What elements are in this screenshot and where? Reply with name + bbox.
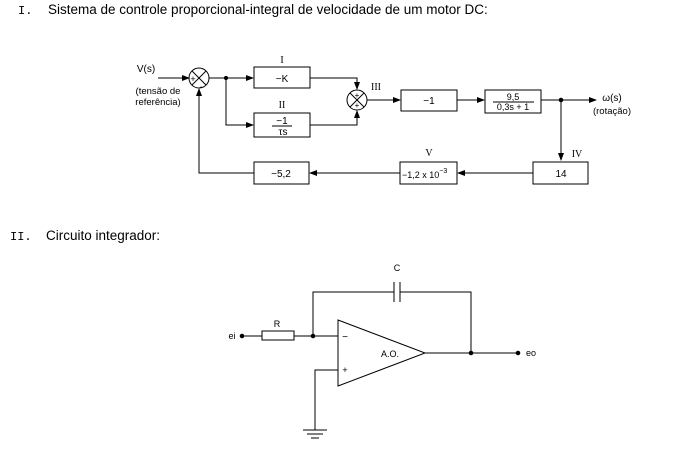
sum1-plus-sign: + bbox=[190, 74, 195, 84]
ground-icon bbox=[303, 429, 327, 439]
section-1-number: I. bbox=[18, 4, 33, 18]
junction-output bbox=[468, 350, 474, 356]
op-amp-label: A.O. bbox=[381, 349, 399, 359]
output-terminal bbox=[515, 350, 521, 356]
capacitor-label: C bbox=[394, 263, 401, 273]
sum2-plus-top: + bbox=[355, 91, 360, 100]
wire-to-ground bbox=[314, 369, 338, 430]
output-label: ω(s) bbox=[602, 93, 621, 104]
motor-numerator: 9,5 bbox=[507, 92, 520, 102]
section-2-heading: II. Circuito integrador: bbox=[10, 228, 160, 244]
block-IV-roman: IV bbox=[572, 149, 583, 160]
feedback-arrow bbox=[196, 88, 254, 174]
summing-junction-1: + − bbox=[188, 67, 210, 92]
section-1-title: Sistema de controle proporcional-integra… bbox=[48, 2, 488, 17]
block-IV-gain: 14 bbox=[555, 169, 567, 180]
block-fb-gain: −5,2 bbox=[271, 169, 291, 180]
input-label: V(s) bbox=[137, 64, 155, 75]
section-1-heading: I. Sistema de controle proporcional-integ… bbox=[18, 2, 488, 18]
block-II-denominator: τs bbox=[279, 127, 288, 138]
summing-junction-2: + + bbox=[346, 89, 368, 111]
block-II-numerator: −1 bbox=[276, 116, 288, 127]
capacitor bbox=[393, 282, 401, 302]
block-motor bbox=[484, 89, 542, 114]
wire-feedback-left bbox=[312, 291, 394, 336]
arrow-I-to-sum2 bbox=[310, 77, 360, 90]
motor-denominator: 0,3s + 1 bbox=[497, 102, 529, 112]
sum2-roman: III bbox=[371, 82, 381, 93]
circuit-input-label: ei bbox=[228, 331, 235, 341]
arrow-to-block-II bbox=[225, 78, 254, 128]
section-2-number: II. bbox=[10, 230, 32, 244]
block-V-gain-base: −1,2 x 10 bbox=[402, 170, 439, 180]
sum2-plus-bottom: + bbox=[355, 101, 360, 110]
integrator-circuit: ei R C A.O. − + eo bbox=[228, 263, 536, 439]
block-II-roman: II bbox=[279, 100, 286, 111]
block-V-roman: V bbox=[425, 148, 433, 159]
block-diagram: V(s) (tensão de referência) + − I −K II … bbox=[135, 55, 631, 185]
section-2-title: Circuito integrador: bbox=[46, 228, 161, 243]
wire-feedback-right bbox=[400, 291, 472, 353]
resistor-label: R bbox=[274, 319, 281, 329]
input-desc-line1: (tensão de bbox=[136, 86, 181, 97]
block-neg1-gain: −1 bbox=[423, 96, 435, 107]
block-I-roman: I bbox=[280, 55, 283, 66]
inverting-input-sign: − bbox=[342, 332, 348, 343]
block-V-gain: −1,2 x 10−3 bbox=[402, 168, 447, 180]
sum1-minus-sign: − bbox=[199, 82, 204, 92]
block-V-gain-exponent: −3 bbox=[439, 168, 447, 175]
noninverting-input-sign: + bbox=[342, 365, 347, 375]
input-desc-line2: referência) bbox=[135, 97, 180, 108]
output-desc: (rotação) bbox=[593, 106, 631, 117]
block-I-gain: −K bbox=[276, 74, 289, 85]
op-amp bbox=[337, 319, 427, 387]
circuit-output-label: eo bbox=[526, 348, 536, 358]
resistor bbox=[261, 330, 295, 341]
arrow-II-to-sum2 bbox=[310, 110, 360, 126]
